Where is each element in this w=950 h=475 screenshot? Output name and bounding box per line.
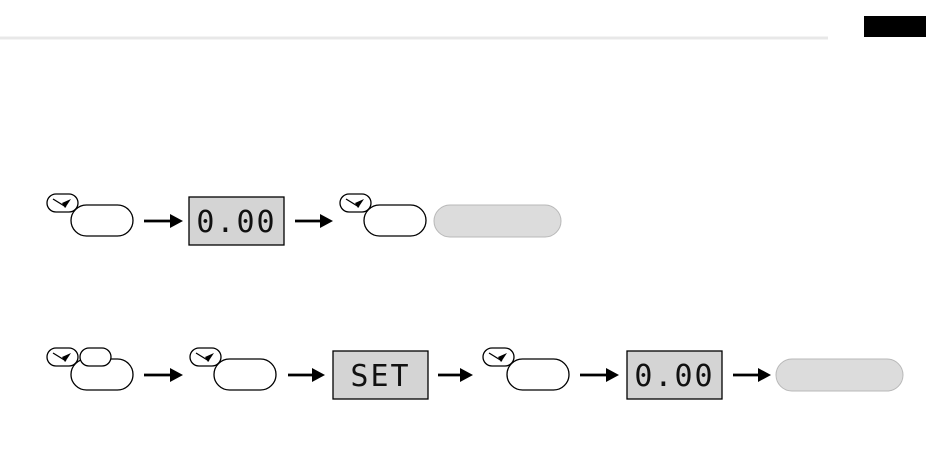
flow-arrow [144, 214, 183, 228]
flow-arrow [295, 214, 333, 228]
pen-check-icon [190, 348, 221, 366]
flow-arrow [288, 368, 325, 382]
flow-arrow [144, 368, 183, 382]
flow-arrow [438, 368, 473, 382]
lcd-display: 0.00 [627, 351, 722, 399]
status-pill [776, 359, 903, 391]
lcd-readout: SET [350, 359, 410, 394]
secondary-key[interactable] [80, 348, 111, 366]
lcd-display: 0.00 [189, 197, 284, 245]
lcd-display: SET [333, 351, 428, 399]
pen-check-icon [483, 348, 514, 366]
key-combo-button[interactable] [47, 348, 133, 390]
sequence-1: 0.00 [47, 194, 561, 245]
status-pill [434, 205, 561, 237]
lcd-readout: 0.00 [196, 205, 276, 240]
key-button[interactable] [340, 194, 426, 236]
key-button[interactable] [483, 348, 569, 390]
pen-check-icon [340, 194, 371, 212]
pen-check-icon [47, 348, 78, 366]
flow-arrow [733, 368, 771, 382]
sequence-2: SET 0.00 [47, 348, 903, 399]
key-button[interactable] [190, 348, 276, 390]
lcd-readout: 0.00 [634, 359, 714, 394]
key-button[interactable] [47, 194, 133, 236]
flow-arrow [580, 368, 619, 382]
header-tab [864, 16, 926, 37]
pen-check-icon [47, 194, 78, 212]
